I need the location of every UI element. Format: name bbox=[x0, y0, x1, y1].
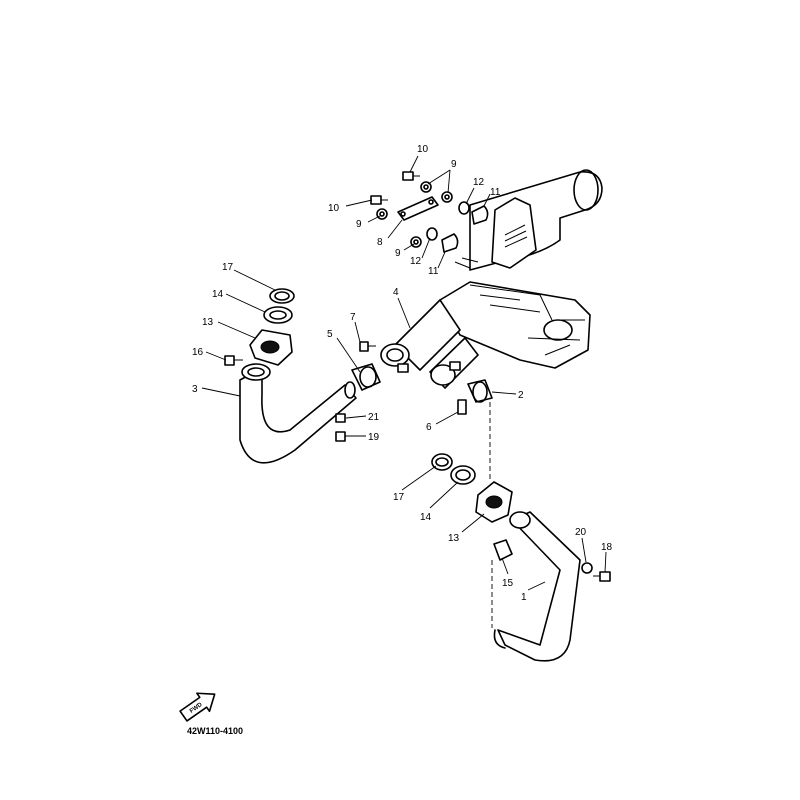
exhaust-pipe-right bbox=[493, 511, 581, 662]
callout-9: 9 bbox=[451, 159, 457, 170]
callout-3: 3 bbox=[192, 384, 198, 395]
bolt bbox=[370, 195, 388, 205]
callout-15: 15 bbox=[502, 578, 514, 589]
bolt bbox=[335, 413, 346, 423]
exhaust-joint bbox=[351, 363, 381, 391]
callout-14: 14 bbox=[420, 512, 432, 523]
callout-16: 16 bbox=[192, 347, 204, 358]
callout-12: 12 bbox=[410, 256, 422, 267]
callout-5: 5 bbox=[327, 329, 333, 340]
nut bbox=[581, 562, 593, 574]
inlet-clamp bbox=[430, 361, 461, 386]
callout-21: 21 bbox=[368, 412, 380, 423]
callout-4: 4 bbox=[393, 287, 399, 298]
fwd-arrow-icon: FWD bbox=[179, 692, 216, 722]
callout-11: 11 bbox=[490, 187, 501, 198]
collar bbox=[426, 227, 438, 241]
callout-13: 13 bbox=[202, 317, 214, 328]
callout-9: 9 bbox=[356, 219, 362, 230]
collar bbox=[458, 201, 470, 215]
washer bbox=[420, 181, 432, 193]
callout-1: 1 bbox=[521, 592, 527, 603]
bolt bbox=[402, 171, 420, 181]
callout-7: 7 bbox=[350, 312, 356, 323]
callout-6: 6 bbox=[426, 422, 432, 433]
washer bbox=[441, 191, 453, 203]
inlet-clamp bbox=[380, 343, 410, 373]
grommet bbox=[471, 205, 489, 225]
grommet bbox=[441, 233, 459, 253]
exhaust-joint bbox=[467, 379, 493, 403]
callout-13: 13 bbox=[448, 533, 460, 544]
callout-8: 8 bbox=[377, 237, 383, 248]
stay-bracket bbox=[397, 196, 439, 221]
bolt bbox=[359, 341, 376, 352]
gasket bbox=[431, 453, 453, 471]
washer bbox=[376, 208, 388, 220]
gasket bbox=[450, 465, 476, 485]
callout-labels: 10 9 12 11 10 9 8 9 12 11 17 14 13 16 3 … bbox=[192, 144, 613, 603]
callout-20: 20 bbox=[575, 527, 587, 538]
callout-10: 10 bbox=[417, 144, 429, 155]
callout-19: 19 bbox=[368, 432, 380, 443]
muffler bbox=[394, 169, 603, 389]
bolt bbox=[593, 571, 611, 582]
washer bbox=[410, 236, 422, 248]
exhaust-pipe-left bbox=[239, 363, 357, 464]
callout-17: 17 bbox=[222, 262, 234, 273]
callout-10: 10 bbox=[328, 203, 340, 214]
bolt bbox=[457, 399, 467, 415]
drawing-code: 42W110-4100 bbox=[187, 726, 243, 736]
sensor-plug bbox=[493, 539, 513, 561]
callout-14: 14 bbox=[212, 289, 224, 300]
callout-17: 17 bbox=[393, 492, 405, 503]
callout-11: 11 bbox=[428, 266, 439, 277]
gasket bbox=[263, 306, 293, 324]
callout-12: 12 bbox=[473, 177, 485, 188]
callout-18: 18 bbox=[601, 542, 613, 553]
callout-9: 9 bbox=[395, 248, 401, 259]
flange bbox=[249, 329, 293, 366]
leader-lines bbox=[201, 155, 607, 628]
callout-2: 2 bbox=[518, 390, 524, 401]
flange bbox=[475, 481, 513, 523]
gasket bbox=[269, 288, 295, 304]
bolt bbox=[335, 431, 352, 442]
bolt bbox=[224, 355, 243, 366]
